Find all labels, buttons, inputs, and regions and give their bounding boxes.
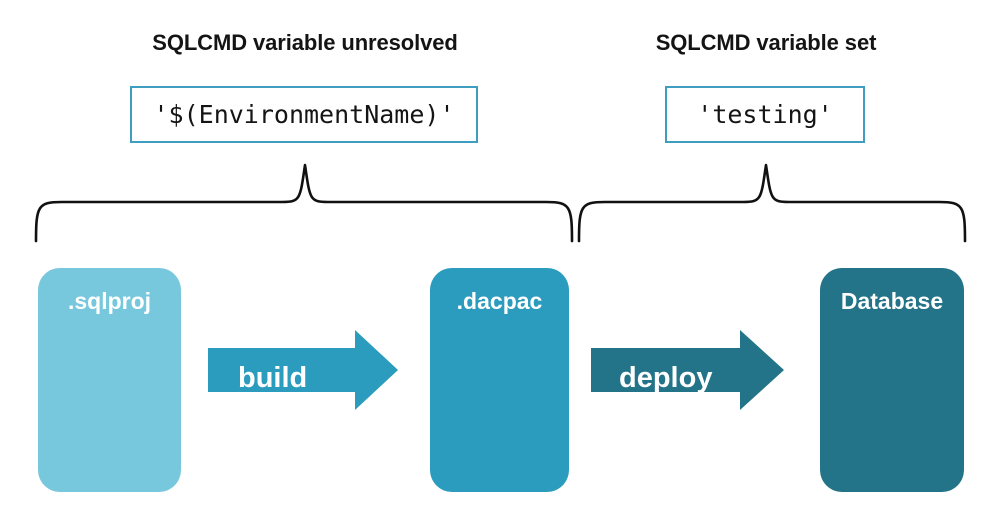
brace-unresolved xyxy=(34,163,574,243)
code-value-set: 'testing' xyxy=(665,86,865,143)
section-heading-set: SQLCMD variable set xyxy=(655,30,877,55)
stage-box-dacpac: .dacpac xyxy=(430,268,569,492)
brace-set xyxy=(577,163,967,243)
stage-box-database: Database xyxy=(820,268,964,492)
code-value-unresolved: '$(EnvironmentName)' xyxy=(130,86,478,143)
stage-label-database: Database xyxy=(840,288,944,314)
build-arrow xyxy=(208,330,398,410)
arrow-label-deploy: deploy xyxy=(619,362,713,394)
stage-label-dacpac: .dacpac xyxy=(456,288,543,314)
stage-box-sqlproj: .sqlproj xyxy=(38,268,181,492)
stage-label-sqlproj: .sqlproj xyxy=(67,288,152,314)
deploy-arrow xyxy=(591,330,784,410)
arrow-label-build: build xyxy=(238,362,308,394)
section-heading-unresolved: SQLCMD variable unresolved xyxy=(152,30,458,55)
